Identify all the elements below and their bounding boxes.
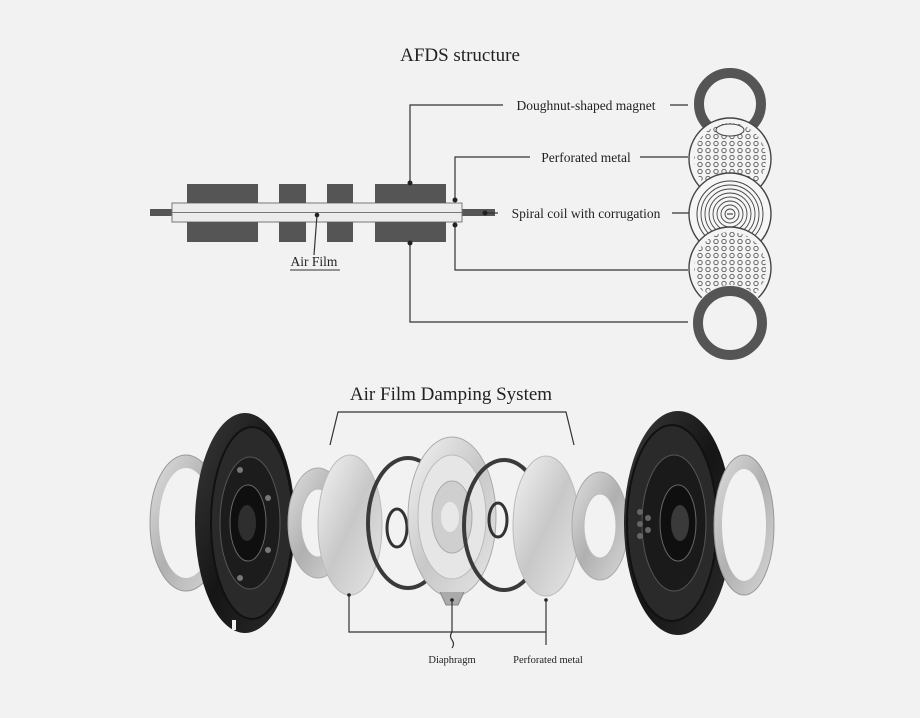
- diaphragm-icon: [407, 436, 497, 606]
- left-perforated-metal-icon: [317, 454, 383, 596]
- right-perforated-metal-icon: [512, 455, 580, 597]
- leader-perforated-bottom: [454, 225, 688, 271]
- air-film-label: Air Film: [291, 254, 338, 269]
- disc-stack: [688, 68, 772, 361]
- perforated-label-top: Perforated metal: [541, 150, 631, 165]
- perforated-disc-bottom-icon: [688, 226, 772, 310]
- right-housing-icon: [624, 411, 732, 635]
- cross-section: [150, 184, 495, 242]
- coil-label: Spiral coil with corrugation: [512, 206, 661, 221]
- leader-magnet-bottom: [409, 243, 688, 323]
- right-small-oring-icon: [487, 501, 509, 539]
- afds-title: AFDS structure: [400, 45, 520, 66]
- diaphragm-label: Diaphragm: [428, 655, 475, 666]
- left-small-oring-icon: [385, 507, 409, 549]
- damping-title: Air Film Damping System: [350, 384, 552, 405]
- magnet-blocks: [187, 184, 446, 242]
- title-bracket: [329, 411, 575, 446]
- right-outer-ring-icon: [713, 454, 775, 596]
- perforated-label-bottom: Perforated metal: [513, 655, 583, 666]
- left-housing-icon: [195, 413, 295, 633]
- magnet-ring-bottom-icon: [692, 285, 768, 361]
- air-film-leader: [313, 214, 318, 256]
- exploded-assembly: [149, 411, 775, 635]
- leader-magnet-top: [409, 104, 503, 183]
- right-spacer-ring-icon: [571, 471, 629, 581]
- magnet-label: Doughnut-shaped magnet: [516, 98, 655, 113]
- bottom-leaders: [347, 593, 548, 649]
- leader-perforated-top: [454, 156, 530, 200]
